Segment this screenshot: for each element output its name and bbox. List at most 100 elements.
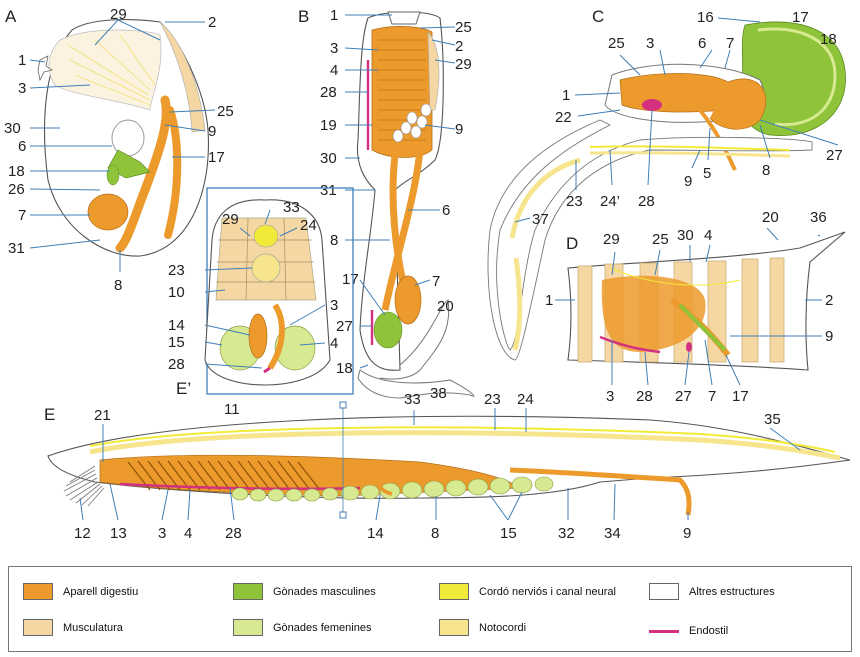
- label-c-17: 17: [792, 9, 809, 26]
- label-b-17: 17: [342, 271, 359, 288]
- label-eprime-24: 24: [300, 217, 317, 234]
- panel-e-leaders: [79, 408, 801, 521]
- label-a-1: 1: [18, 52, 26, 69]
- label-d-7: 7: [708, 388, 716, 405]
- label-c-6: 6: [698, 35, 706, 52]
- label-c-23: 23: [566, 193, 583, 210]
- legend-swatch-male-gonads: [233, 583, 263, 600]
- panel-c-labels: C 16 17 18 25 3 6 7 1 22 28 8 27 9 5 23 …: [532, 7, 843, 228]
- panel-c-drawing: [487, 21, 846, 361]
- label-c-28: 28: [638, 193, 655, 210]
- label-e-35: 35: [764, 411, 781, 428]
- legend-swatch-female-gonads: [233, 619, 263, 636]
- label-a-6: 6: [18, 138, 26, 155]
- legend: Aparell digestiu Musculatura Gònades mas…: [8, 566, 852, 652]
- label-b-20: 20: [437, 298, 454, 315]
- label-eprime-23: 23: [168, 262, 185, 279]
- label-b-7: 7: [432, 273, 440, 290]
- label-c-22: 22: [555, 109, 572, 126]
- label-b-6: 6: [442, 202, 450, 219]
- panel-a-labels: A 29 2 1 3 25 30 9 6 17 18 26 7 31 8: [4, 6, 234, 294]
- label-d-3: 3: [606, 388, 614, 405]
- legend-label-digestive: Aparell digestiu: [63, 585, 139, 598]
- label-a-7: 7: [18, 207, 26, 224]
- legend-label-nerve-cord: Cordó nerviós i canal neural: [479, 585, 616, 598]
- legend-item-female-gonads: Gònades femenines: [233, 619, 371, 636]
- label-c-25: 25: [608, 35, 625, 52]
- label-a-17: 17: [208, 149, 225, 166]
- label-eprime-11: 11: [224, 401, 240, 418]
- label-a-30: 30: [4, 120, 21, 137]
- panel-e-labels: E 21 33 23 24 35 12 13 3 4 28 14 8 15 32…: [44, 391, 781, 542]
- label-c-3: 3: [646, 35, 654, 52]
- label-eprime-33: 33: [283, 199, 300, 216]
- panel-eprime-drawing: [204, 187, 354, 395]
- panel-d-labels: D 20 36 29 25 30 4 1 2 9 3 28 27 7 17: [545, 209, 833, 405]
- label-e-4: 4: [184, 525, 192, 542]
- label-eprime-3: 3: [330, 297, 338, 314]
- panel-b-drawing: [356, 11, 475, 399]
- label-d-25: 25: [652, 231, 669, 248]
- label-e-8: 8: [431, 525, 439, 542]
- legend-item-other-structures: Altres estructures: [649, 583, 775, 600]
- label-c-7: 7: [726, 35, 734, 52]
- label-a-3: 3: [18, 80, 26, 97]
- panel-eprime-labels: 33 29 24 23 10 3 14 15 4 28 E’ 11: [168, 199, 338, 418]
- label-a-31: 31: [8, 240, 25, 257]
- legend-item-male-gonads: Gònades masculines: [233, 583, 376, 600]
- label-c-16: 16: [697, 9, 714, 26]
- label-e-23: 23: [484, 391, 501, 408]
- panel-eprime-leaders: [204, 209, 326, 369]
- label-a-2: 2: [208, 14, 216, 31]
- panel-a-leaders: [29, 19, 216, 272]
- legend-label-endostyle: Endostil: [689, 625, 729, 637]
- label-c-27: 27: [826, 147, 843, 164]
- label-e-33: 33: [404, 391, 421, 408]
- label-b-30: 30: [320, 150, 337, 167]
- label-b-3: 3: [330, 40, 338, 57]
- legend-label-other-structures: Altres estructures: [689, 585, 775, 598]
- label-eprime-29: 29: [222, 211, 239, 228]
- legend-label-male-gonads: Gònades masculines: [273, 585, 376, 598]
- legend-swatch-other-structures: [649, 583, 679, 600]
- label-e-3: 3: [158, 525, 166, 542]
- panel-d-leaders: [555, 227, 822, 386]
- label-b-28: 28: [320, 84, 337, 101]
- legend-swatch-notochord: [439, 619, 469, 636]
- panel-label-eprime: E’: [176, 379, 191, 398]
- label-eprime-15: 15: [168, 334, 185, 351]
- label-b-1: 1: [330, 7, 338, 24]
- panel-label-e: E: [44, 405, 55, 424]
- panel-c-leaders: [514, 17, 839, 223]
- label-c-9: 9: [684, 173, 692, 190]
- legend-swatch-nerve-cord: [439, 583, 469, 600]
- legend-swatch-endostyle: [649, 629, 679, 633]
- label-b-31: 31: [320, 182, 337, 199]
- label-d-9: 9: [825, 328, 833, 345]
- label-c-18: 18: [820, 31, 837, 48]
- label-c-24prime: 24’: [600, 193, 620, 210]
- label-b-27: 27: [336, 318, 353, 335]
- label-b-9: 9: [455, 121, 463, 138]
- label-e-21: 21: [94, 407, 111, 424]
- label-d-30: 30: [677, 227, 694, 244]
- legend-item-muscle: Musculatura: [23, 619, 123, 636]
- panel-a-drawing: [37, 19, 210, 257]
- legend-label-muscle: Musculatura: [63, 621, 123, 634]
- label-d-36: 36: [810, 209, 827, 226]
- label-e-9: 9: [683, 525, 691, 542]
- label-d-27: 27: [675, 388, 692, 405]
- label-eprime-28: 28: [168, 356, 185, 373]
- panel-e-drawing: [47, 401, 851, 519]
- panel-label-c: C: [592, 7, 604, 26]
- label-e-12: 12: [74, 525, 91, 542]
- legend-item-digestive: Aparell digestiu: [23, 583, 138, 600]
- label-d-2: 2: [825, 292, 833, 309]
- legend-item-nerve-cord: Cordó nerviós i canal neural: [439, 583, 616, 600]
- label-e-32: 32: [558, 525, 575, 542]
- label-a-29: 29: [110, 6, 127, 23]
- label-eprime-4: 4: [330, 335, 338, 352]
- legend-label-female-gonads: Gònades femenines: [273, 621, 372, 634]
- label-d-20: 20: [762, 209, 779, 226]
- label-d-29: 29: [603, 231, 620, 248]
